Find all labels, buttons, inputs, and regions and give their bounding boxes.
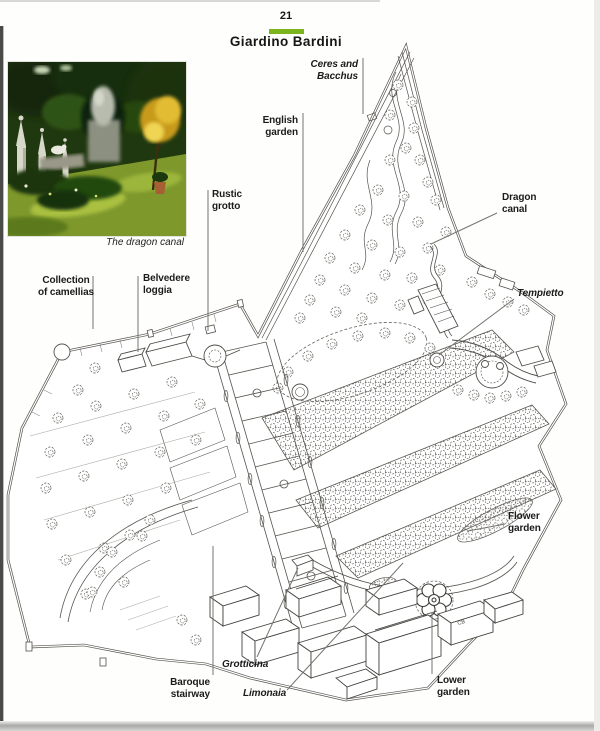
- illustrator-signature: CB: [457, 619, 466, 627]
- label-lower-garden: Lower garden: [437, 675, 470, 699]
- scan-edge-top: [0, 0, 380, 2]
- scan-edge-left: [0, 26, 3, 731]
- scan-edge-right: [594, 0, 600, 731]
- label-line: canal: [502, 203, 528, 215]
- label-line: Belvedere: [143, 273, 190, 284]
- label-line: Flower: [508, 511, 540, 522]
- label-belvedere-loggia: Belvedere loggia: [143, 273, 190, 297]
- label-line: Tempietto: [517, 288, 564, 299]
- lower-garden-buildings: CB: [176, 575, 524, 700]
- page-title: Giardino Bardini: [229, 34, 343, 49]
- label-grotticina: Grotticina: [222, 659, 268, 671]
- dragon-canal-photo: [8, 62, 186, 236]
- scan-edge-bottom: [0, 721, 600, 731]
- label-ceres-and-bacchus: Ceres and Bacchus: [288, 59, 359, 83]
- label-line: English: [262, 115, 299, 126]
- lower-lawn-curves: [59, 499, 199, 631]
- label-baroque-stairway: Baroque stairway: [168, 677, 210, 701]
- belvedere-loggia-buildings: [117, 333, 241, 373]
- label-rustic-grotto: Rustic grotto: [212, 189, 242, 213]
- label-line: garden: [508, 522, 541, 534]
- label-line: of camellias: [37, 286, 95, 298]
- orchard-trees: [29, 362, 211, 600]
- label-dragon-canal: Dragon canal: [502, 192, 537, 216]
- label-line: Bacchus: [317, 70, 358, 82]
- label-line: Baroque: [170, 677, 210, 688]
- label-line: Grotticina: [222, 659, 269, 670]
- parterre-rosette: [414, 580, 454, 620]
- label-line: stairway: [170, 688, 210, 700]
- scan-edge-left-light: [3, 26, 4, 731]
- label-line: loggia: [143, 284, 172, 296]
- label-limonaia: Limonaia: [243, 688, 286, 700]
- flower-garden-area: [291, 497, 533, 620]
- page-number: 21: [279, 10, 293, 22]
- label-english-garden: English garden: [246, 115, 299, 139]
- label-leader-lines: [92, 58, 515, 691]
- label-line: Rustic: [212, 189, 242, 200]
- english-garden-area: [261, 51, 445, 341]
- label-tempietto: Tempietto: [517, 288, 564, 300]
- northeast-corner: [466, 265, 530, 316]
- label-line: garden: [437, 686, 470, 698]
- label-flower-garden: Flower garden: [508, 511, 541, 535]
- label-line: Limonaia: [243, 688, 287, 699]
- photo-caption: The dragon canal: [106, 237, 184, 248]
- label-line: Ceres and: [310, 59, 359, 70]
- wooded-bands: [261, 329, 557, 579]
- label-line: garden: [265, 126, 298, 138]
- label-line: Dragon: [502, 192, 537, 203]
- label-line: grotto: [212, 200, 241, 212]
- label-line: Collection: [42, 275, 90, 286]
- label-collection-of-camellias: Collection of camellias: [28, 275, 104, 299]
- accent-bar: [269, 29, 304, 34]
- label-line: Lower: [437, 675, 466, 686]
- tempietto-complex: [407, 283, 557, 404]
